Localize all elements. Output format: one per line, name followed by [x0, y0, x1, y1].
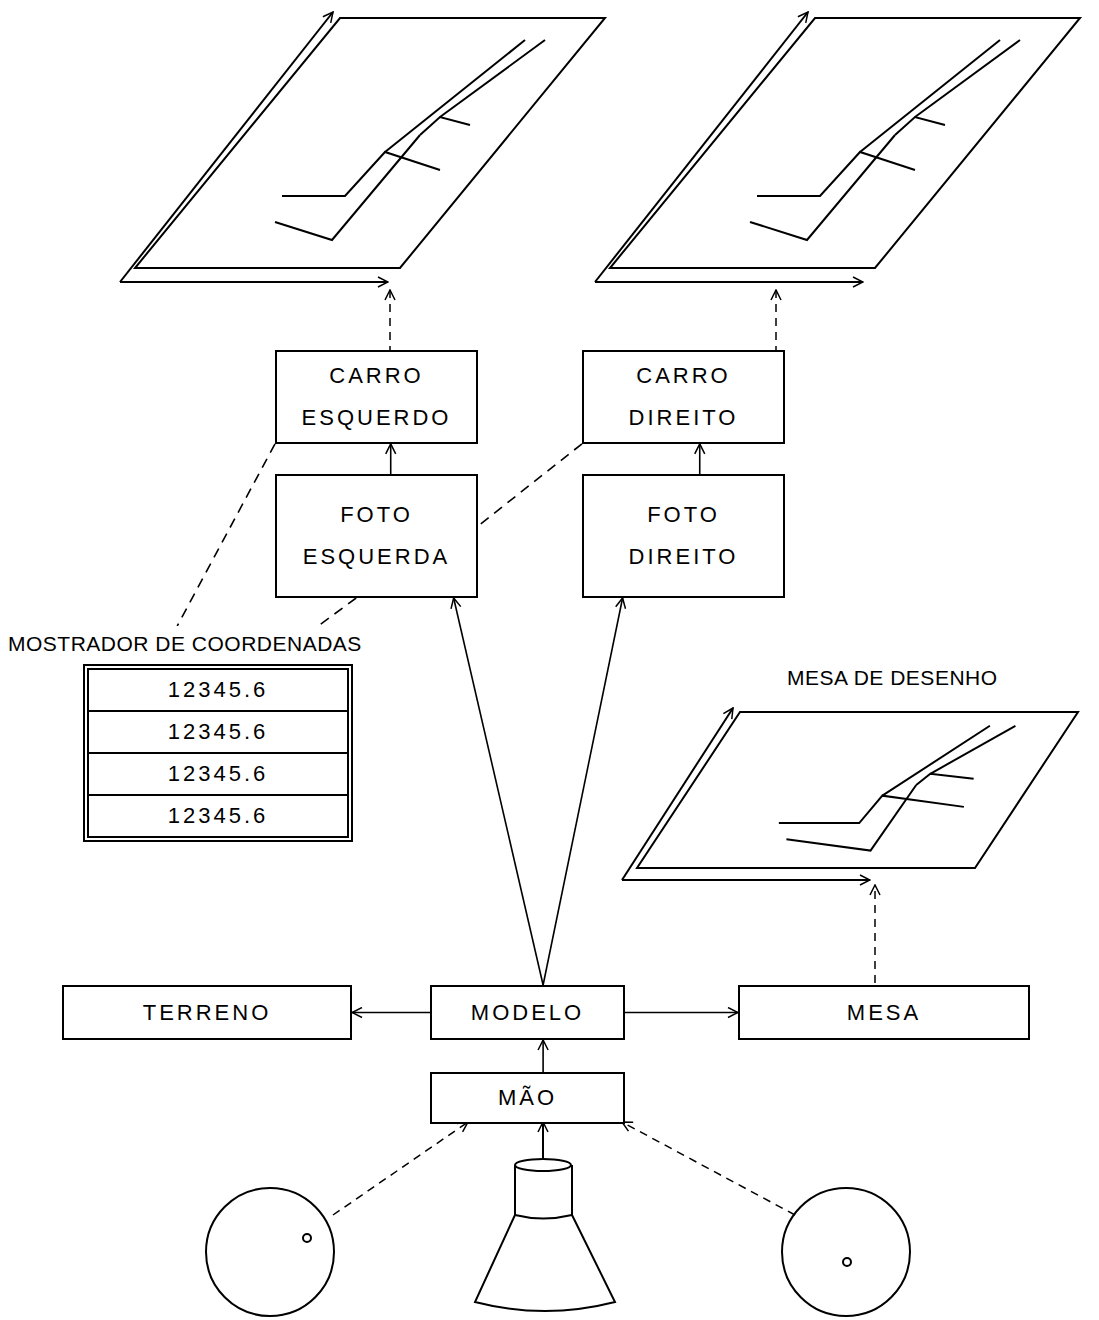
coordinate-value: 12345.6 — [89, 712, 347, 754]
box-label: FOTO ESQUERDA — [277, 494, 476, 578]
flow-arrow — [454, 598, 543, 985]
box-label: MODELO — [461, 992, 594, 1034]
handwheel — [206, 1188, 910, 1316]
process-box: MESA — [738, 985, 1030, 1040]
box-label: TERRENO — [133, 992, 282, 1034]
right-photo-sheet — [595, 12, 1080, 282]
box-label: MESA — [837, 992, 931, 1034]
box-label: MÃO — [488, 1077, 567, 1119]
flow-arrow — [543, 598, 623, 985]
dashed-link — [478, 444, 582, 526]
coordinate-display: MOSTRADOR DE COORDENADAS12345.612345.612… — [8, 626, 478, 842]
figure-label: MESA DE DESENHO — [787, 666, 998, 690]
flow-arrow — [542, 1040, 544, 1072]
dashed-link — [177, 444, 275, 626]
process-box: TERRENO — [62, 985, 352, 1040]
process-box: FOTO ESQUERDA — [275, 474, 478, 598]
flow-arrow — [352, 1012, 430, 1014]
drawing-table — [622, 708, 1099, 880]
box-label: FOTO DIREITO — [584, 494, 783, 578]
display-frame: 12345.612345.612345.612345.6 — [83, 664, 353, 842]
coordinate-value: 12345.6 — [89, 796, 347, 836]
process-box: CARRO DIREITO — [582, 350, 785, 444]
flow-arrow — [390, 444, 392, 474]
dashed-link — [318, 598, 356, 626]
coordinate-value: 12345.6 — [89, 754, 347, 796]
display-heading: MOSTRADOR DE COORDENADAS — [8, 626, 362, 664]
box-label: CARRO DIREITO — [584, 355, 783, 439]
flow-arrow — [625, 1012, 738, 1014]
box-label: CARRO ESQUERDO — [277, 355, 476, 439]
flow-arrow — [699, 444, 701, 474]
left-photo-sheet — [120, 12, 605, 282]
process-box: FOTO DIREITO — [582, 474, 785, 598]
coordinate-value: 12345.6 — [89, 670, 347, 712]
process-box: MODELO — [430, 985, 625, 1040]
process-box: MÃO — [430, 1072, 625, 1124]
foot-disc — [475, 1122, 615, 1311]
process-box: CARRO ESQUERDO — [275, 350, 478, 444]
